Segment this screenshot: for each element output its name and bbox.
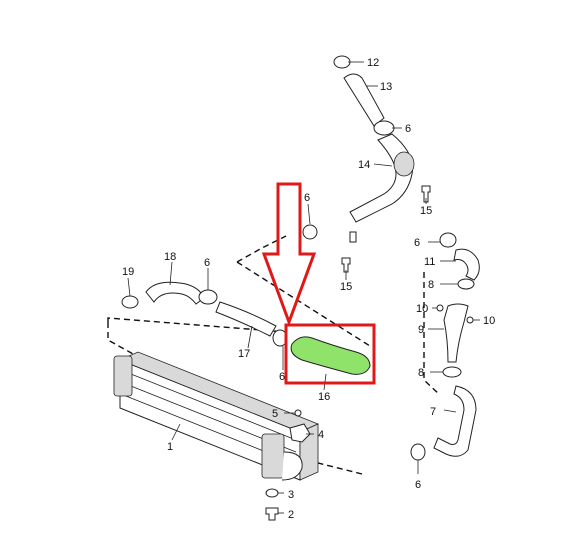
label-part-16: 16 xyxy=(318,391,330,403)
clamp-6-left xyxy=(198,268,218,305)
label-part-2: 2 xyxy=(288,509,294,521)
clamp-19 xyxy=(121,277,139,309)
label-part-10-right: 10 xyxy=(483,315,495,327)
label-part-6-lower: 6 xyxy=(279,371,285,383)
part-number-labels: 1 2 3 4 5 6 6 6 6 6 6 7 8 8 9 10 10 11 1… xyxy=(122,57,495,521)
screw-5 xyxy=(284,409,302,417)
clamp-8-upper xyxy=(440,278,475,290)
clamp-6-right xyxy=(428,232,457,248)
clamp-6-lower xyxy=(272,329,288,370)
bolt-10-right xyxy=(466,316,480,324)
clamp-8-lower xyxy=(430,366,462,378)
label-part-4: 4 xyxy=(318,429,324,441)
label-part-17: 17 xyxy=(238,348,250,360)
bolt-10-left xyxy=(432,304,444,312)
label-part-13: 13 xyxy=(380,81,392,93)
clamp-6-bottom-right xyxy=(410,443,426,474)
label-part-15-lower: 15 xyxy=(340,281,352,293)
label-part-5: 5 xyxy=(272,408,278,420)
dashed-line-right xyxy=(423,272,441,396)
clamp-12 xyxy=(333,55,364,69)
washer-3 xyxy=(265,488,284,498)
label-part-1: 1 xyxy=(167,441,173,453)
label-part-19: 19 xyxy=(122,266,134,278)
dashed-line-center xyxy=(236,261,371,347)
pipe-17 xyxy=(215,301,277,349)
label-part-6-top: 6 xyxy=(405,123,411,135)
label-part-14: 14 xyxy=(358,159,370,171)
label-part-6-upper-mid: 6 xyxy=(304,192,310,204)
leader-1 xyxy=(171,423,181,441)
pipe-7 xyxy=(433,385,477,457)
pipe-13 xyxy=(343,73,385,127)
clamp-6-upper-mid xyxy=(302,203,318,240)
label-part-10-left: 10 xyxy=(416,303,428,315)
bracket-4 xyxy=(289,423,314,443)
label-part-9: 9 xyxy=(418,324,424,336)
pipe-11 xyxy=(440,248,480,281)
label-part-7: 7 xyxy=(430,406,436,418)
highlight-box xyxy=(284,323,376,385)
bolt-2 xyxy=(265,507,284,521)
bolt-15-upper xyxy=(421,185,431,204)
clamp-6-top xyxy=(373,120,402,136)
label-part-8-upper: 8 xyxy=(428,279,434,291)
small-sensor xyxy=(349,231,357,243)
pipe-9 xyxy=(428,303,469,363)
bolt-15-lower xyxy=(341,257,351,280)
label-part-6-bottom-right: 6 xyxy=(415,479,421,491)
label-part-11: 11 xyxy=(424,256,435,268)
label-part-15-upper: 15 xyxy=(420,205,432,217)
label-part-8-lower: 8 xyxy=(418,367,424,379)
pipe-14 xyxy=(349,133,415,223)
intercooler-part xyxy=(113,351,320,481)
label-part-18: 18 xyxy=(164,251,176,263)
label-part-6-left: 6 xyxy=(204,257,210,269)
label-part-6-right: 6 xyxy=(414,237,420,249)
label-part-3: 3 xyxy=(288,489,294,501)
label-part-12: 12 xyxy=(367,57,379,69)
dashed-line-left xyxy=(107,322,136,356)
pipe-18 xyxy=(145,261,205,305)
highlight-arrow xyxy=(261,182,317,327)
